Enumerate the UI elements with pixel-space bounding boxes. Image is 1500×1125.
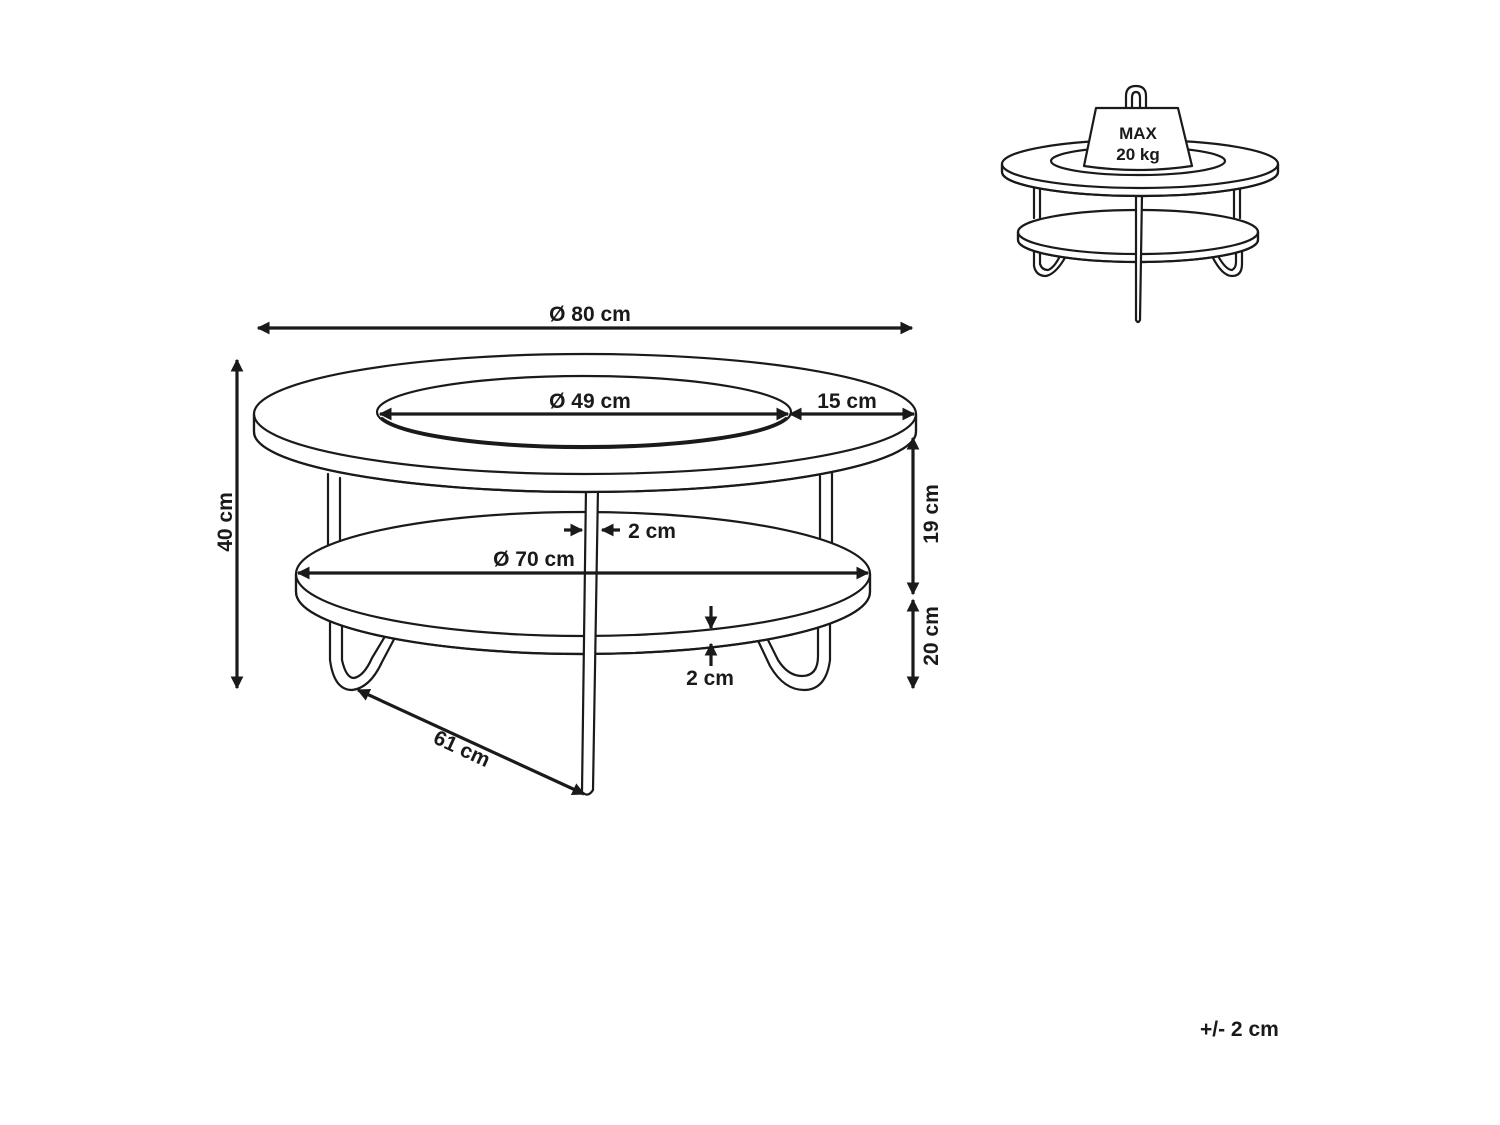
front-leg: [580, 486, 600, 796]
load-table-front-leg: [1134, 192, 1144, 324]
dimension-lines: [230, 321, 920, 796]
label-leg-thickness: 2 cm: [628, 520, 676, 543]
label-ring-width: 15 cm: [817, 390, 877, 413]
load-table-back-legs: [1032, 178, 1242, 220]
label-overall-diameter: Ø 80 cm: [549, 303, 631, 326]
label-total-height: 40 cm: [214, 492, 237, 552]
load-label-weight: 20 kg: [1116, 145, 1159, 164]
dim-leg-span: [356, 688, 586, 796]
tolerance-note: +/- 2 cm: [1200, 1018, 1279, 1041]
label-upper-gap: 19 cm: [920, 484, 943, 544]
label-leg-span: 61 cm: [430, 726, 494, 772]
right-hairpin-leg: [750, 620, 832, 692]
label-shelf-thickness: 2 cm: [686, 667, 734, 690]
label-lower-height: 20 cm: [920, 606, 943, 666]
load-label-max: MAX: [1119, 124, 1157, 143]
label-shelf-diameter: Ø 70 cm: [493, 548, 575, 571]
left-hairpin-leg: [328, 620, 402, 692]
load-table-hairpins: [1032, 246, 1244, 278]
weight-icon: MAX 20 kg: [1082, 84, 1194, 172]
load-capacity-illustration: MAX 20 kg: [1000, 84, 1280, 324]
table-top: [252, 352, 918, 494]
label-inner-diameter: Ø 49 cm: [549, 390, 631, 413]
